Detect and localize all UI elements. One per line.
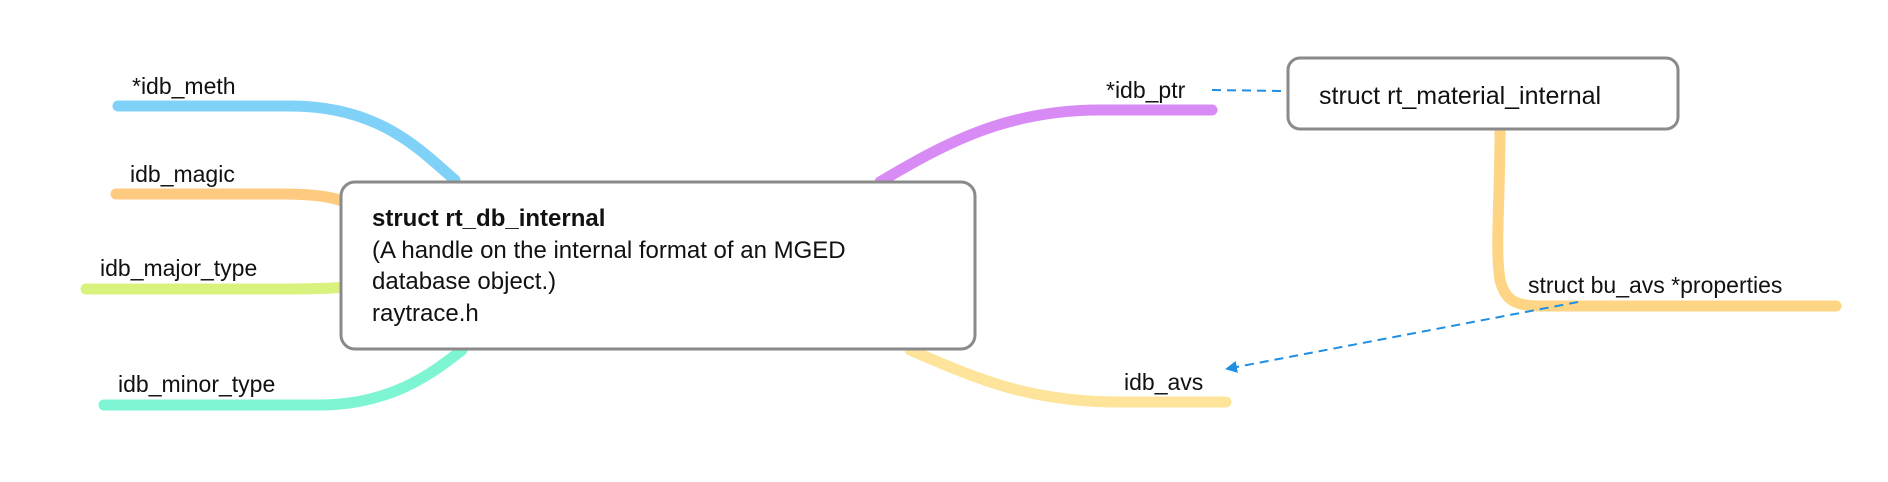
branch-idb-major-type [80, 281, 351, 295]
label-idb-ptr: *idb_ptr [1106, 77, 1186, 103]
central-node-title: struct rt_db_internal [372, 205, 605, 232]
central-node-description-line-2: database object.) [372, 268, 556, 295]
label-idb-meth: *idb_meth [132, 73, 236, 99]
material-node-box[interactable] [1286, 56, 1680, 131]
label-idb-avs: idb_avs [1124, 369, 1203, 395]
central-node-description-line-1: (A handle on the internal format of an M… [372, 237, 846, 264]
link-idb-ptr-to-material [1211, 89, 1286, 92]
material-node-title: struct rt_material_internal [1319, 82, 1601, 110]
label-idb-minor-type: idb_minor_type [118, 371, 275, 397]
branch-idb-meth [112, 100, 461, 186]
branch-properties [1492, 126, 1842, 312]
central-node-header-file: raytrace.h [372, 300, 479, 327]
branch-idb-avs [904, 344, 1232, 408]
branch-idb-magic [110, 188, 351, 208]
label-idb-major-type: idb_major_type [100, 255, 257, 281]
label-idb-magic: idb_magic [130, 161, 235, 187]
label-properties: struct bu_avs *properties [1528, 272, 1782, 298]
central-node-box[interactable] [339, 180, 977, 351]
branch-idb-ptr [874, 104, 1218, 188]
link-properties-to-idb-avs [1225, 301, 1579, 373]
branch-idb-minor-type [98, 344, 468, 411]
